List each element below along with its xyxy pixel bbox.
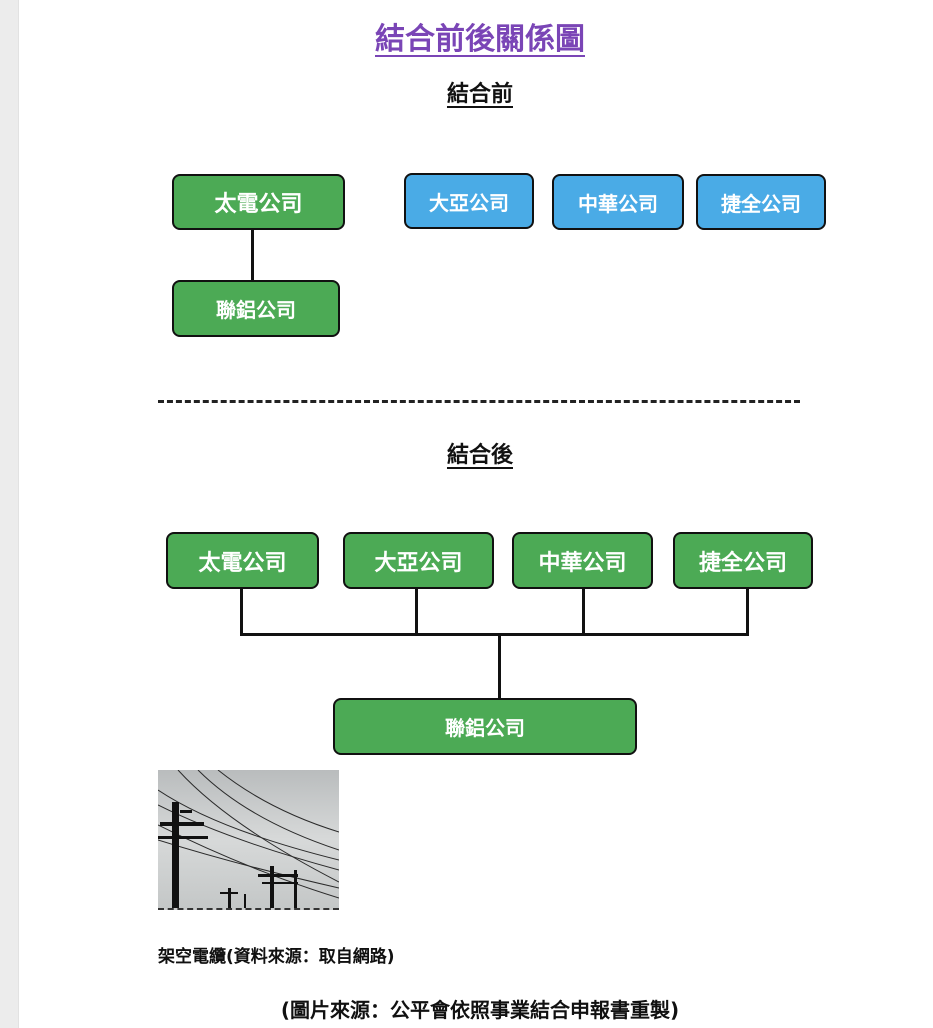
after-parent-box: 中華公司 <box>512 532 653 589</box>
after-parent-box: 捷全公司 <box>673 532 813 589</box>
before-other-box: 捷全公司 <box>696 174 826 230</box>
overhead-cable-photo <box>158 770 339 910</box>
photo-caption: 架空電纜(資料來源：取自網路) <box>158 947 395 967</box>
page-left-rail <box>0 0 19 1028</box>
after-child-box: 聯鋁公司 <box>333 698 637 755</box>
before-parent-box: 太電公司 <box>172 174 345 230</box>
after-connector-line <box>240 589 243 635</box>
after-connector-line <box>582 589 585 635</box>
before-other-box: 中華公司 <box>552 174 684 230</box>
before-child-box: 聯鋁公司 <box>172 280 340 337</box>
before-other-box: 大亞公司 <box>404 173 534 229</box>
after-horizontal-line <box>240 633 749 636</box>
after-trunk-line <box>498 633 501 699</box>
after-connector-line <box>415 589 418 635</box>
page-title: 結合前後關係圖 <box>375 22 585 57</box>
after-connector-line <box>746 589 749 635</box>
image-source-note: (圖片來源：公平會依照事業結合申報書重製) <box>280 998 680 1022</box>
before-heading: 結合前 <box>446 82 513 107</box>
after-parent-box: 大亞公司 <box>343 532 494 589</box>
after-heading: 結合後 <box>446 443 513 468</box>
before-connector-line <box>251 230 254 280</box>
section-divider <box>158 400 800 403</box>
after-parent-box: 太電公司 <box>166 532 319 589</box>
power-line-illustration <box>158 770 339 908</box>
